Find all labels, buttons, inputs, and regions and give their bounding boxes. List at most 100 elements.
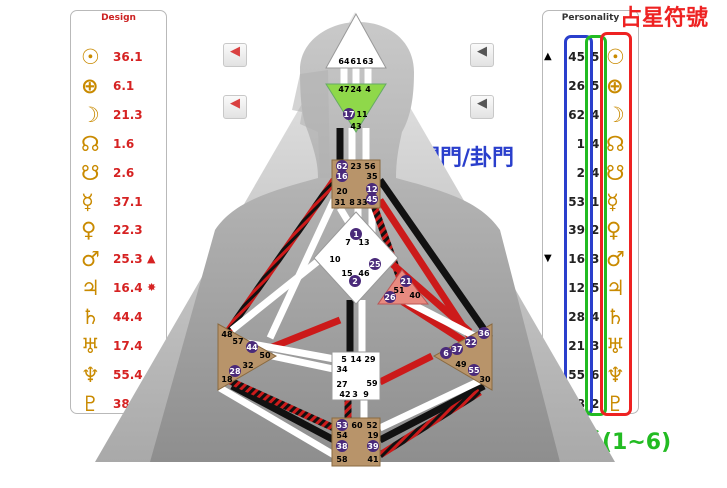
gate-number: 60 — [351, 421, 363, 430]
personality-line: 5 — [591, 281, 600, 296]
activated-gate-marker — [229, 365, 241, 377]
gate-number: 23 — [350, 162, 361, 171]
design-arrow-button-top[interactable]: ◀ — [223, 43, 247, 67]
gate-number: 13 — [358, 238, 369, 247]
gate-number: 54 — [336, 431, 348, 440]
venus-icon: ♀ — [81, 218, 97, 243]
planet-symbols-annotation: 占星符號 — [620, 6, 709, 31]
channel — [230, 382, 336, 444]
saturn-icon: ♄ — [81, 305, 100, 330]
design-row: ⊕6.1 — [71, 72, 166, 100]
moon-icon: ☽ — [606, 102, 625, 127]
gate-number: 44 — [246, 343, 258, 352]
personality-gate: 21 — [568, 339, 585, 353]
earth-icon: ⊕ — [606, 73, 624, 98]
channel — [218, 384, 336, 459]
personality-gate: 2 — [576, 165, 585, 180]
personality-line: 4 — [591, 165, 600, 180]
gate-number: 56 — [364, 162, 376, 171]
gate-number: 48 — [221, 330, 233, 339]
design-row: ☿37.1 — [71, 188, 166, 216]
gate-number: 18 — [221, 375, 233, 384]
personality-gate: 62 — [568, 107, 585, 122]
personality-line: 4 — [591, 310, 600, 325]
gate-number: 8 — [349, 198, 355, 207]
gate-number: 27 — [336, 380, 347, 389]
uranus-icon: ♅ — [81, 334, 100, 358]
design-row: ♀22.3 — [71, 216, 166, 244]
north-node-icon: ☊ — [81, 131, 100, 156]
personality-line: 2 — [591, 396, 600, 411]
design-value: 16.4 — [113, 281, 143, 296]
gate-number: 29 — [364, 355, 376, 364]
gate-number: 7 — [345, 238, 351, 247]
design-panel: Design ☉36.1⊕6.1☽21.3☊1.6☋2.6☿37.1♀22.3♂… — [70, 10, 167, 416]
arrow-left-icon: ◀ — [477, 44, 487, 59]
gate-number: 2 — [352, 277, 358, 286]
pluto-icon: ♇ — [606, 391, 625, 416]
gate-number: 32 — [242, 361, 253, 370]
channel — [268, 316, 342, 352]
gate-number: 25 — [369, 260, 381, 269]
personality-gate: 39 — [568, 223, 585, 238]
gate-number: 3 — [352, 390, 358, 399]
design-row: ☊1.6 — [71, 130, 166, 158]
activated-gate-marker — [468, 364, 480, 376]
activated-gate-marker — [384, 291, 396, 303]
personality-arrow-button-bottom[interactable]: ◀ — [470, 95, 494, 119]
activated-gate-marker — [349, 275, 361, 287]
personality-title: Personality — [561, 13, 620, 23]
gate-number: 39 — [367, 442, 379, 451]
activated-gate-marker — [336, 419, 348, 431]
personality-line: 2 — [591, 223, 600, 238]
activated-gate-marker — [336, 160, 348, 172]
gate-number: 28 — [229, 367, 241, 376]
design-row: ♄ 44.4 — [71, 303, 166, 331]
gate-number: 46 — [358, 269, 370, 278]
design-value: 44.4 — [113, 310, 143, 325]
activated-gate-marker — [246, 341, 258, 353]
pluto-icon: ♇ — [81, 391, 100, 416]
gate-number: 42 — [339, 390, 350, 399]
gate-number: 52 — [366, 421, 377, 430]
personality-gate: 53 — [568, 194, 585, 209]
channel — [377, 178, 493, 340]
personality-row: 53 1 ☿ — [543, 188, 638, 216]
activated-gate-marker — [369, 258, 381, 270]
channel — [378, 382, 486, 444]
mercury-icon: ☿ — [81, 189, 94, 214]
personality-gate: 45 — [568, 50, 585, 64]
design-arrow-button-bottom[interactable]: ◀ — [223, 95, 247, 119]
activated-gate-marker — [336, 170, 348, 182]
gate-number: 36 — [478, 329, 490, 338]
design-value: 25.3 — [113, 252, 143, 267]
personality-line: 1 — [591, 194, 600, 209]
gate-number: 33 — [356, 198, 367, 207]
channel — [402, 296, 478, 341]
gate-number: 17 — [343, 110, 354, 119]
gate-number: 14 — [350, 355, 362, 364]
design-mark: ✸ — [147, 281, 157, 295]
moon-icon: ☽ — [81, 102, 100, 127]
design-value: 6.1 — [113, 78, 135, 93]
line-column-outline — [585, 35, 607, 416]
gate-number: 34 — [336, 365, 348, 374]
g-center — [313, 211, 399, 305]
sun-icon: ☉ — [81, 45, 100, 69]
gate-number: 12 — [366, 185, 377, 194]
gate-number: 11 — [356, 110, 368, 119]
gate-number: 26 — [384, 293, 396, 302]
mercury-icon: ☿ — [606, 189, 619, 214]
personality-arrow-button-top[interactable]: ◀ — [470, 43, 494, 67]
gate-number: 21 — [400, 277, 412, 286]
gate-number: 57 — [232, 337, 243, 346]
arrow-left-icon: ◀ — [477, 96, 487, 111]
design-value: 21.3 — [113, 107, 143, 122]
activated-gate-marker — [440, 347, 452, 359]
jupiter-icon: ♃ — [81, 276, 100, 301]
